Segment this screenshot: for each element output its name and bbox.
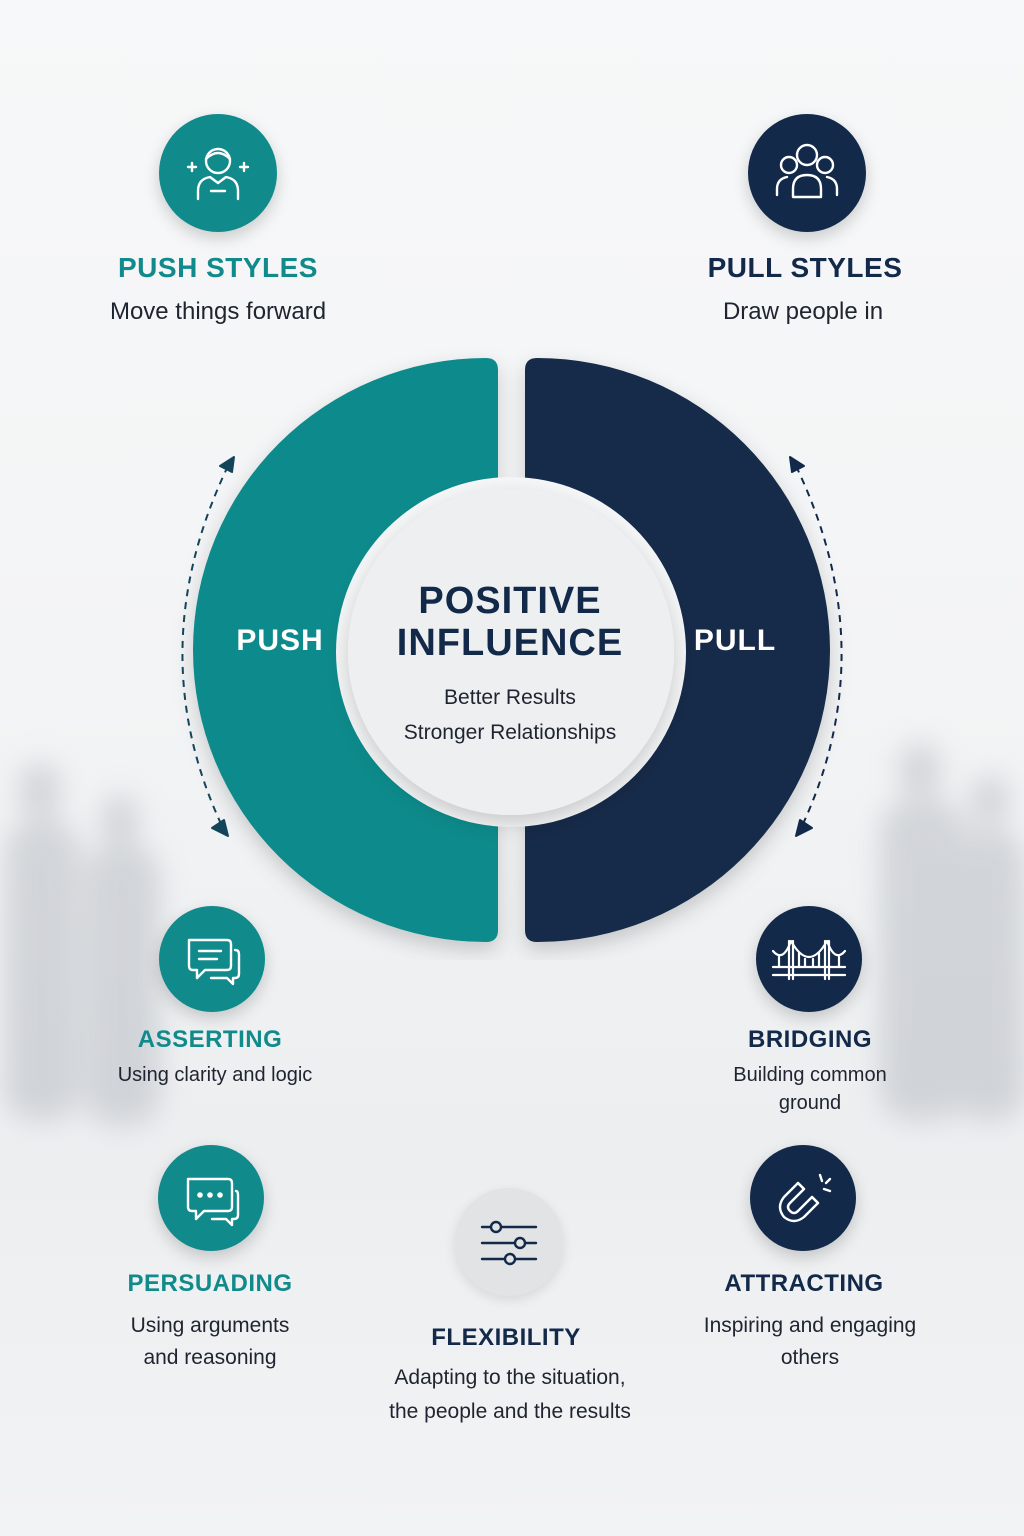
flexibility-title: FLEXIBILITY — [431, 1324, 581, 1351]
attracting-title: ATTRACTING — [724, 1270, 884, 1297]
push-styles-icon-circle — [159, 114, 277, 232]
persuading-desc-line2: and reasoning — [143, 1346, 277, 1369]
push-arrow-head-bottom-icon — [211, 819, 229, 837]
pull-styles-subtitle: Draw people in — [722, 298, 884, 325]
sliders-icon — [480, 1220, 538, 1266]
chat-bubbles-icon — [187, 938, 241, 986]
magnet-icon — [778, 1173, 832, 1223]
influence-ring — [181, 358, 843, 942]
persuading-desc-line1: Using arguments — [130, 1314, 290, 1337]
push-styles-subtitle: Move things forward — [109, 298, 327, 325]
pull-arrow-head-bottom-icon — [795, 819, 813, 837]
bridge-icon — [771, 939, 847, 981]
flexibility-desc-line1: Adapting to the situation, — [394, 1366, 626, 1389]
pull-styles-title: PULL STYLES — [707, 252, 903, 283]
pull-arrow-head-top-icon — [789, 456, 805, 473]
bridging-desc-line2: ground — [778, 1092, 842, 1114]
center-line2: Stronger Relationships — [403, 721, 617, 744]
person-plus-icon — [186, 147, 250, 201]
pull-styles-icon-circle — [748, 114, 866, 232]
attracting-icon-circle — [750, 1145, 856, 1251]
push-styles-title: PUSH STYLES — [118, 252, 318, 283]
pull-cycle-arrow — [795, 465, 843, 827]
attracting-desc-line2: others — [780, 1346, 840, 1369]
persuading-icon-circle — [158, 1145, 264, 1251]
push-cycle-arrow — [181, 465, 229, 827]
bridging-desc-line1: Building common — [733, 1064, 887, 1086]
center-title-line1: POSITIVE — [418, 580, 602, 622]
bridging-icon-circle — [756, 906, 862, 1012]
group-icon — [775, 143, 839, 199]
asserting-desc: Using clarity and logic — [117, 1064, 313, 1086]
bridging-title: BRIDGING — [748, 1026, 872, 1053]
persuading-title: PERSUADING — [127, 1270, 293, 1297]
flexibility-desc-line2: the people and the results — [389, 1400, 631, 1423]
speech-dots-icon — [186, 1177, 240, 1227]
asserting-icon-circle — [159, 906, 265, 1012]
center-line1: Better Results — [444, 686, 576, 709]
push-label: PUSH — [236, 624, 324, 657]
push-arrow-head-top-icon — [219, 456, 235, 473]
center-circle — [348, 489, 674, 815]
pull-label: PULL — [693, 624, 777, 657]
attracting-desc-line1: Inspiring and engaging — [703, 1314, 917, 1337]
center-title-line2: INFLUENCE — [396, 622, 624, 664]
flexibility-icon-circle — [455, 1188, 563, 1296]
asserting-title: ASSERTING — [137, 1026, 283, 1053]
